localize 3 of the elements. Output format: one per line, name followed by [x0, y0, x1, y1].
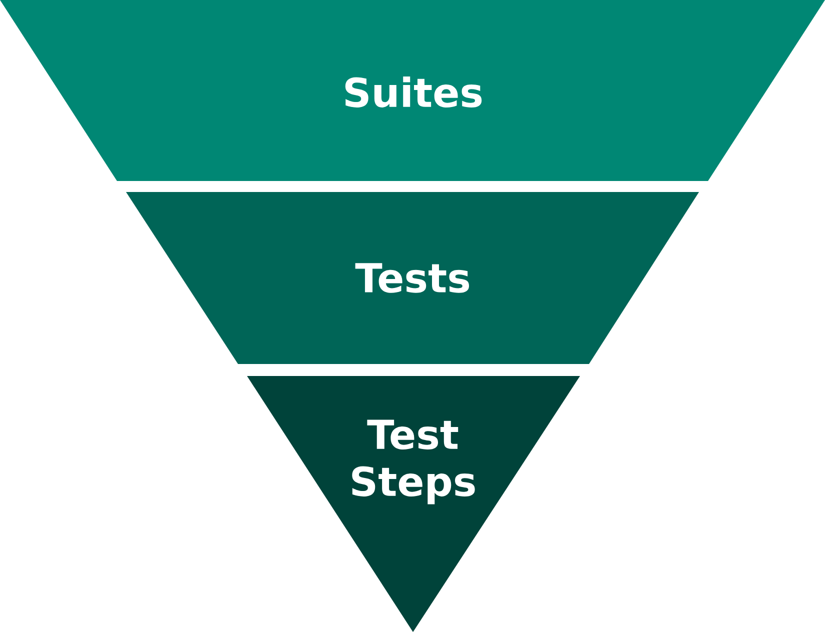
funnel-band: Test Steps	[247, 376, 580, 632]
funnel-band: Tests	[126, 192, 699, 364]
funnel-band: Suites	[0, 0, 825, 181]
